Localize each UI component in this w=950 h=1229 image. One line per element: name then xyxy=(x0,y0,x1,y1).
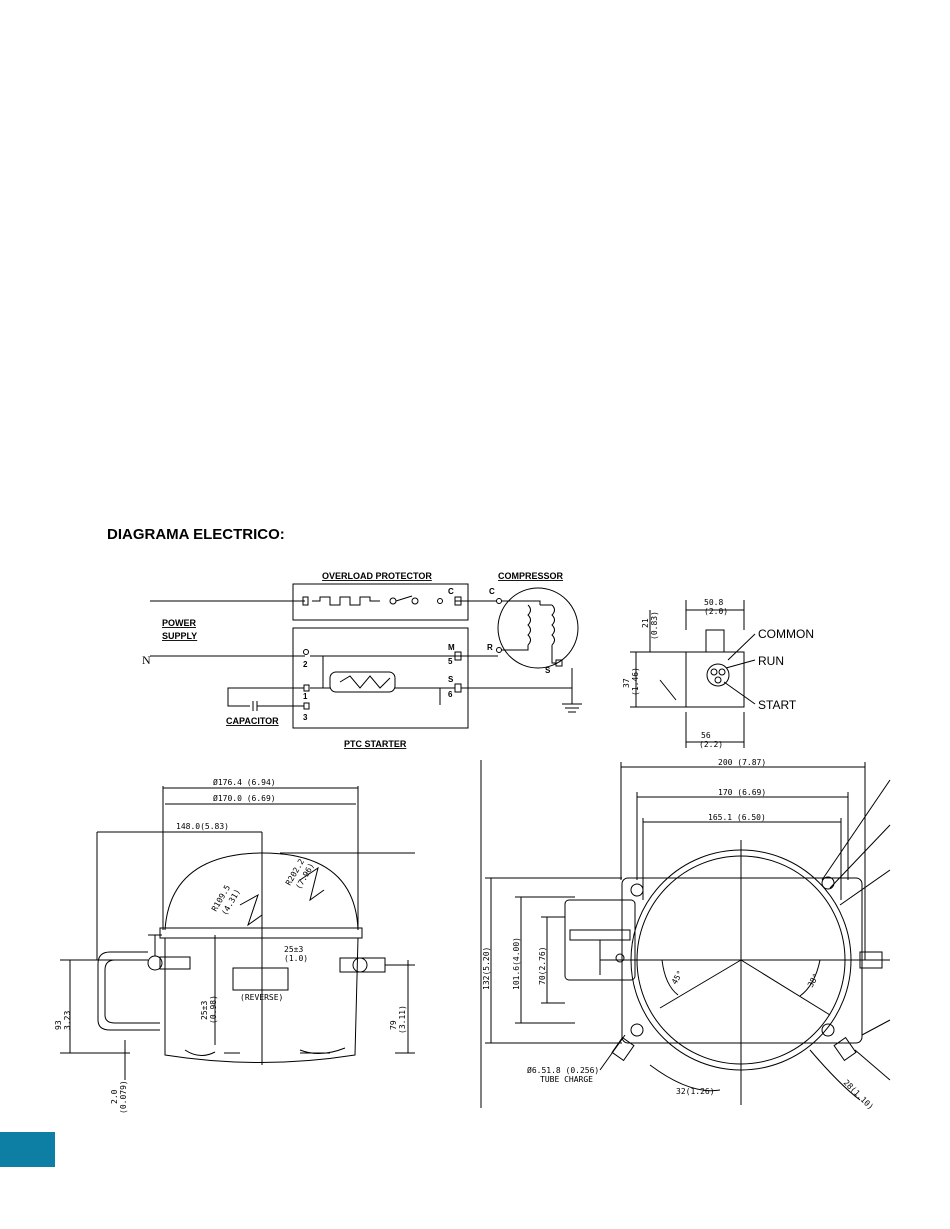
top-angle-a1: 45° xyxy=(670,969,685,986)
overload-protector-box xyxy=(292,583,469,621)
terminal-1: 1 xyxy=(303,692,308,701)
terminal-dim-height-in: (1.46) xyxy=(631,667,640,696)
terminal-dim-top: 50.8 xyxy=(704,598,723,607)
side-dim-bottom: 2.0 xyxy=(110,1089,119,1104)
side-dim-h-right: 79 xyxy=(389,1020,398,1030)
terminal-3: 3 xyxy=(303,713,308,722)
side-view xyxy=(60,786,415,1080)
top-dim-w1: 200 (7.87) xyxy=(718,758,766,767)
terminal-6: 6 xyxy=(448,690,453,699)
top-dim-right: 28(1.10) xyxy=(842,1078,876,1112)
terminal-s: S xyxy=(448,675,454,684)
power-supply-label-1: POWER xyxy=(162,618,197,628)
terminal-c-left: C xyxy=(448,587,454,596)
top-dim-w2: 170 (6.69) xyxy=(718,788,766,797)
terminal-dim-side: 21 xyxy=(641,618,650,628)
terminal-dim-bottom-in: (2.2) xyxy=(699,740,723,749)
terminal-dim-side-in: (0.83) xyxy=(650,611,659,640)
terminal-m: M xyxy=(448,643,455,652)
side-dim-offset-in: (1.0) xyxy=(284,954,308,963)
side-dim-offset: 25±3 xyxy=(284,945,303,954)
terminal-dim-top-in: (2.0) xyxy=(704,607,728,616)
common-label: COMMON xyxy=(758,627,814,641)
overload-protector-label: OVERLOAD PROTECTOR xyxy=(322,571,432,581)
capacitor-label: CAPACITOR xyxy=(226,716,279,726)
top-dim-bottom: 32(1.26) xyxy=(676,1087,715,1096)
top-angle-a2: 38° xyxy=(806,972,821,989)
top-dim-h2: 101.6(4.00) xyxy=(512,937,521,990)
wiring-diagram xyxy=(150,583,582,729)
ptc-starter-box xyxy=(292,627,469,729)
terminal-c-right: C xyxy=(489,587,495,596)
terminal-view xyxy=(630,600,756,748)
top-dim-h3: 70(2.76) xyxy=(538,946,547,985)
side-dim-h-small: 25±3 xyxy=(200,1001,209,1020)
terminal-s-comp: S xyxy=(545,666,551,675)
top-tube-dim: Ø6.51.8 (0.256) xyxy=(527,1065,599,1075)
terminal-5: 5 xyxy=(448,657,453,666)
top-tube-label: TUBE CHARGE xyxy=(540,1075,593,1084)
side-dim-h-left: 93 xyxy=(54,1020,63,1030)
page-accent-tab xyxy=(0,1132,55,1167)
side-dim-h-small-in: (0.98) xyxy=(209,995,218,1024)
terminal-dim-bottom: 56 xyxy=(701,731,711,740)
side-dim-d3: 148.0(5.83) xyxy=(176,822,229,831)
side-reverse-label: (REVERSE) xyxy=(240,993,283,1002)
compressor-circle xyxy=(497,587,579,669)
side-dim-h-right-in: (3.11) xyxy=(398,1005,407,1034)
section-title: DIAGRAMA ELECTRICO: xyxy=(107,526,285,543)
ptc-starter-label: PTC STARTER xyxy=(344,739,407,749)
power-supply-label-2: SUPPLY xyxy=(162,631,197,641)
side-dim-h-left-in: 3.23 xyxy=(63,1011,72,1030)
compressor-label: COMPRESSOR xyxy=(498,571,564,581)
terminal-r: R xyxy=(487,643,493,652)
side-dim-d1: Ø176.4 (6.94) xyxy=(213,777,276,787)
terminal-dim-height: 37 xyxy=(622,678,631,688)
top-dim-h1: 132(5.20) xyxy=(482,947,491,990)
side-dim-d2: Ø170.0 (6.69) xyxy=(213,793,276,803)
terminal-2: 2 xyxy=(303,660,308,669)
start-label: START xyxy=(758,698,797,712)
neutral-label: N xyxy=(142,653,151,667)
side-dim-bottom-in: (0.079) xyxy=(119,1080,128,1114)
top-view xyxy=(480,760,891,1108)
run-label: RUN xyxy=(758,654,784,668)
top-dim-w3: 165.1 (6.50) xyxy=(708,813,766,822)
